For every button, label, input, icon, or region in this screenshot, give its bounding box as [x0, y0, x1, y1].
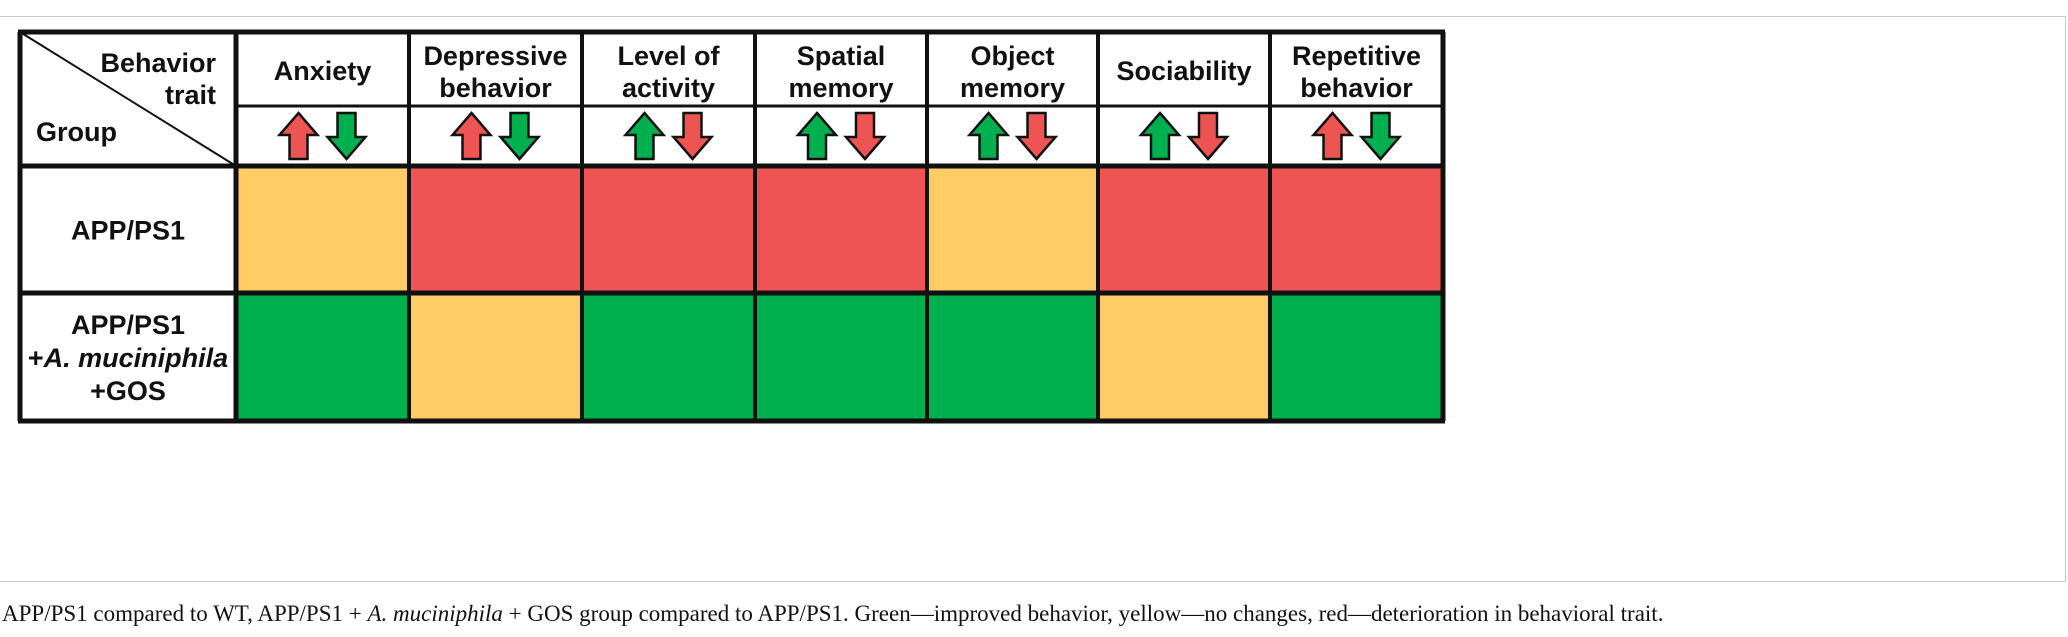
arrow-up-icon-green	[966, 111, 1011, 161]
cell-app-ps1-repetitive-behavior	[1270, 166, 1443, 293]
row-label-gos: +GOS	[90, 376, 166, 406]
caption-italic: A. muciniphila	[367, 601, 503, 626]
trend-arrows	[276, 111, 1403, 161]
status-cells	[236, 166, 1443, 421]
corner-trait-label: trait	[165, 80, 216, 110]
arrow-up-icon-green	[1138, 111, 1182, 161]
row-label-app-ps1: APP/PS1	[71, 310, 185, 340]
corner-trait-label: Behavior	[100, 48, 216, 78]
cell-app-ps1-anxiety	[236, 166, 409, 293]
arrow-down-icon-red	[1014, 111, 1059, 161]
column-header-spatial-memory: Spatial	[797, 41, 886, 71]
arrow-down-icon-green	[1358, 111, 1403, 161]
column-header-sociability: Sociability	[1116, 56, 1251, 86]
cell-app-ps1-a-muciniphila-gos-anxiety	[236, 293, 409, 421]
cell-app-ps1-a-muciniphila-gos-level-of-activity	[582, 293, 755, 421]
figure-caption: APP/PS1 compared to WT, APP/PS1 + A. muc…	[2, 600, 2062, 628]
arrow-up-icon-green	[795, 111, 839, 161]
arrow-down-icon-green	[497, 111, 542, 161]
cell-app-ps1-depressive-behavior	[409, 166, 582, 293]
row-label-a-muciniphila: +A. muciniphila	[28, 343, 228, 373]
column-header-object-memory: memory	[960, 73, 1065, 103]
cell-app-ps1-a-muciniphila-gos-spatial-memory	[755, 293, 927, 421]
column-header-object-memory: Object	[970, 41, 1054, 71]
row-label-app-ps1: APP/PS1	[71, 216, 185, 246]
arrow-up-icon-red	[449, 111, 494, 161]
arrow-down-icon-red	[1186, 111, 1230, 161]
column-header-spatial-memory: memory	[788, 73, 893, 103]
caption-part1: APP/PS1 compared to WT, APP/PS1 +	[2, 601, 368, 626]
column-header-depressive-behavior: behavior	[439, 73, 552, 103]
arrow-up-icon-green	[622, 111, 667, 161]
arrow-down-icon-green	[324, 111, 369, 161]
arrow-down-icon-red	[670, 111, 715, 161]
cell-app-ps1-sociability	[1098, 166, 1270, 293]
arrow-up-icon-red	[276, 111, 321, 161]
column-header-level-of-activity: Level of	[617, 41, 720, 71]
cell-app-ps1-a-muciniphila-gos-object-memory	[927, 293, 1098, 421]
column-header-repetitive-behavior: Repetitive	[1292, 41, 1421, 71]
caption-part2: + GOS group compared to APP/PS1. Green—i…	[502, 601, 1664, 626]
column-header-level-of-activity: activity	[622, 73, 715, 103]
cell-app-ps1-a-muciniphila-gos-depressive-behavior	[409, 293, 582, 421]
corner-group-label: Group	[36, 117, 117, 147]
cell-app-ps1-a-muciniphila-gos-repetitive-behavior	[1270, 293, 1443, 421]
arrow-up-icon-red	[1310, 111, 1355, 161]
column-header-repetitive-behavior: behavior	[1300, 73, 1413, 103]
table-grid	[17, 29, 1446, 424]
arrow-down-icon-red	[843, 111, 887, 161]
cell-app-ps1-spatial-memory	[755, 166, 927, 293]
column-header-depressive-behavior: Depressive	[423, 41, 567, 71]
cell-app-ps1-object-memory	[927, 166, 1098, 293]
cell-app-ps1-a-muciniphila-gos-sociability	[1098, 293, 1270, 421]
column-header-anxiety: Anxiety	[274, 56, 372, 86]
cell-app-ps1-level-of-activity	[582, 166, 755, 293]
corner-diagonal	[19, 31, 237, 167]
